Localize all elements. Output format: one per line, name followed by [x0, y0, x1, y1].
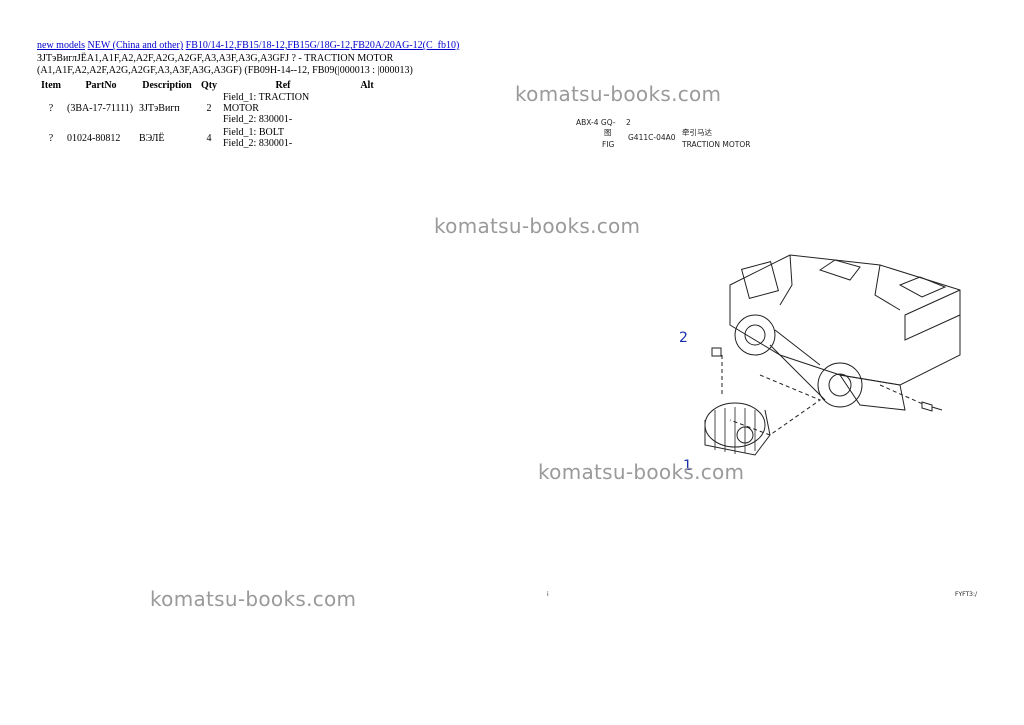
ref-field-1: Field_1: BOLT [223, 127, 285, 138]
breadcrumb-link-model[interactable]: FB10/14-12,FB15/18-12,FB15G/18G-12,FB20A… [185, 40, 460, 51]
diagram-drawing [704, 254, 961, 456]
item-2-part [711, 347, 722, 357]
parts-table: Item PartNo Description Qty Ref Alt ? (3… [37, 78, 389, 151]
install-lines [721, 355, 926, 436]
header-qty: Qty [200, 79, 218, 91]
cell-qty: 4 [206, 132, 212, 144]
page-title: ЗЈТэВиглЈЁА1,А1F,А2,А2F,А2G,А2GF,А3,А3F,… [37, 53, 413, 77]
cell-description: ЗЈТэВигп [139, 103, 180, 114]
table-header-row: Item PartNo Description Qty Ref Alt [37, 78, 389, 92]
footer-page-mark: i [547, 591, 549, 598]
breadcrumb: new models NEW (China and other) FB10/14… [37, 40, 459, 51]
footer-code: FYFT3:/ [955, 591, 977, 598]
figure-code: ABX-4 GQ- [576, 118, 616, 127]
cell-item: ? [48, 132, 54, 144]
cell-partno: 01024-80812 [67, 132, 121, 144]
ref-field-2: Field_2: 830001- [223, 138, 293, 149]
ref-field-1: Field_1: TRACTION MOTOR [223, 92, 310, 114]
upper-bracket [741, 261, 779, 299]
cell-item: ? [48, 103, 54, 114]
chassis-frame [729, 254, 961, 386]
chassis-lower-plate [838, 374, 906, 411]
cell-qty: 2 [206, 103, 212, 114]
breadcrumb-link-new-china[interactable]: NEW (China and other) [87, 40, 184, 51]
header-ref: Ref [275, 79, 291, 91]
bolt-part [921, 401, 943, 412]
watermark-1: komatsu-books.com [515, 82, 722, 106]
title-line-1: ЗЈТэВиглЈЁА1,А1F,А2,А2F,А2G,А2GF,А3,А3F,… [37, 53, 394, 64]
figure-name: TRACTION MOTOR [682, 140, 751, 149]
cell-alt [345, 92, 389, 125]
watermark-2: komatsu-books.com [434, 214, 641, 238]
watermark-3: komatsu-books.com [538, 460, 745, 484]
chassis-members [779, 254, 961, 341]
exploded-diagram [660, 245, 970, 485]
header-partno: PartNo [85, 79, 117, 91]
header-description: Description [142, 79, 192, 91]
traction-motor [704, 402, 771, 456]
axle-body [769, 329, 826, 401]
left-hub [734, 314, 776, 356]
figure-drawing-code: G411C-04A0 [628, 133, 676, 142]
table-row: ? (3BA-17-71111) ЗЈТэВигп 2 Field_1: TRA… [37, 92, 389, 125]
breadcrumb-link-new-models[interactable]: new models [37, 40, 86, 51]
chassis-brackets [818, 259, 947, 298]
watermark-4: komatsu-books.com [150, 587, 357, 611]
cell-ref: Field_1: BOLT Field_2: 830001- [221, 125, 345, 151]
ref-field-2: Field_2: 830001- [223, 114, 293, 125]
figure-label: FIG [602, 140, 615, 149]
header-alt: Alt [360, 79, 374, 91]
callout-1: 1 [683, 458, 692, 474]
right-hub [817, 362, 863, 408]
figure-name-cn: 牵引马达 [682, 128, 712, 137]
figure-label-cn: 图 [604, 128, 612, 137]
header-item: Item [41, 79, 61, 91]
cell-ref: Field_1: TRACTION MOTOR Field_2: 830001- [221, 92, 345, 125]
cell-partno: (3BA-17-71111) [67, 103, 134, 114]
cell-description: ВЭЛЁ [139, 132, 165, 144]
title-line-2: (А1,А1F,А2,А2F,А2G,А2GF,А3,А3F,А3G,А3GF)… [37, 65, 413, 76]
cell-alt [345, 125, 389, 151]
callout-2: 2 [679, 330, 688, 346]
figure-number: 2 [626, 118, 631, 127]
table-row: ? 01024-80812 ВЭЛЁ 4 Field_1: BOLT Field… [37, 125, 389, 151]
